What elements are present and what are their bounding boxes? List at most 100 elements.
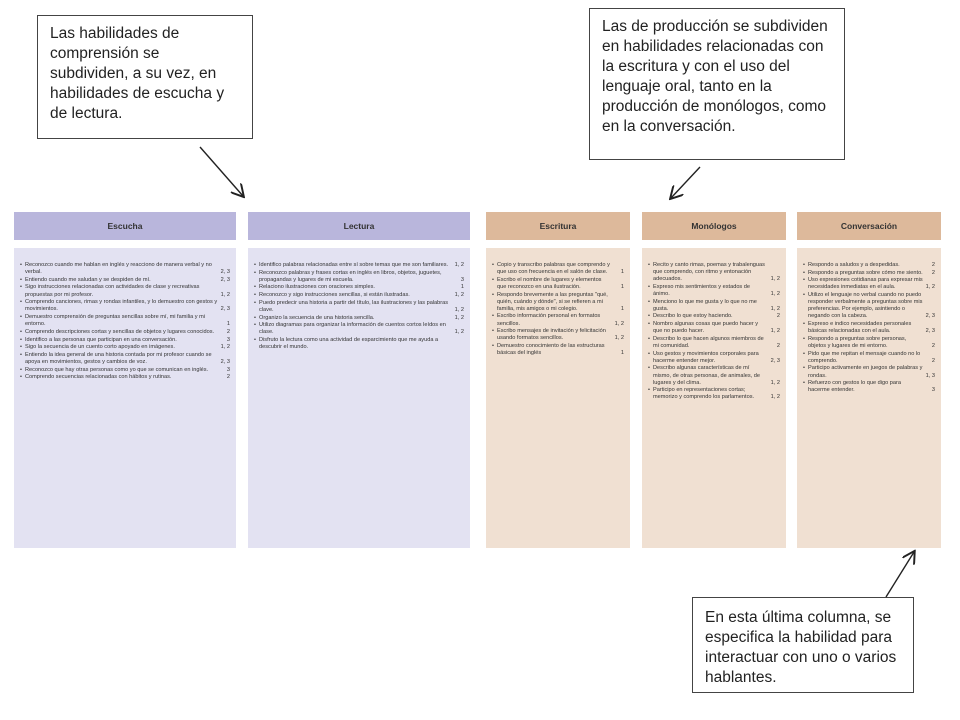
standard-code: 1, 2 — [220, 344, 230, 351]
standard-code: 2 — [776, 313, 780, 320]
standard-item: Refuerzo con gestos lo que digo para hac… — [803, 380, 935, 394]
arrow-left — [199, 146, 243, 196]
standard-text: Respondo a preguntas sobre cómo me sient… — [808, 269, 923, 276]
column-escritura: Escritura Copio y transcribo palabras qu… — [486, 212, 630, 548]
standard-text: Describo algunas características de mí m… — [653, 365, 760, 386]
standard-text: Demuestro conocimiento de las estructura… — [497, 343, 605, 357]
standard-text: Utilizo el lenguaje no verbal cuando no … — [808, 292, 923, 320]
standard-item: Comprendo canciones, rimas y rondas infa… — [20, 299, 230, 313]
column-body-conversacion: Respondo a saludos y a despedidas.2Respo… — [797, 248, 941, 548]
standard-item: Expreso mis sentimientos y estados de án… — [648, 284, 780, 298]
standard-item: Pido que me repitan el mensaje cuando no… — [803, 351, 935, 365]
standard-code: 2, 3 — [925, 328, 935, 335]
standard-code: 3 — [931, 387, 935, 394]
standard-code: 2, 3 — [770, 357, 780, 364]
standard-item: Comprendo descripciones cortas y sencill… — [20, 329, 230, 336]
standard-code: 2 — [226, 328, 230, 335]
standard-text: Reconozco y sigo instrucciones sencillas… — [259, 292, 410, 299]
column-header-escucha: Escucha — [14, 212, 236, 240]
column-lectura: Lectura Identifico palabras relacionadas… — [248, 212, 470, 548]
standard-item: Expreso e indico necesidades personales … — [803, 321, 935, 335]
standard-code: 2 — [931, 357, 935, 364]
standard-item: Respondo a preguntas sobre personas, obj… — [803, 336, 935, 350]
standard-item: Respondo a preguntas sobre cómo me sient… — [803, 270, 935, 277]
standard-item: Nombro algunas cosas que puedo hacer y q… — [648, 321, 780, 335]
standard-code: 1, 2 — [454, 329, 464, 336]
standard-item: Recito y canto rimas, poemas y trabaleng… — [648, 262, 780, 283]
callout-produccion: Las de producción se subdividen en habil… — [589, 8, 845, 160]
standard-code: 1, 2 — [770, 394, 780, 401]
standard-text: Disfruto la lectura como una actividad d… — [259, 337, 439, 351]
standard-item: Identifico palabras relacionadas entre s… — [254, 262, 464, 269]
standard-code: 1, 2 — [614, 320, 624, 327]
column-body-escritura: Copio y transcribo palabras que comprend… — [486, 248, 630, 548]
standard-item: Respondo a saludos y a despedidas. 2 — [803, 262, 935, 269]
standard-code: 1, 3 — [925, 372, 935, 379]
standard-code: 2, 3 — [220, 276, 230, 283]
standard-code: 1, 2 — [770, 328, 780, 335]
standard-text: Escribo el nombre de lugares y elementos… — [497, 276, 602, 290]
column-header-escritura: Escritura — [486, 212, 630, 240]
callout-comprension: Las habilidades de comprensión se subdiv… — [37, 15, 253, 139]
standard-text: Demuestro comprensión de preguntas senci… — [25, 314, 206, 328]
standard-item: Copio y transcribo palabras que comprend… — [492, 262, 624, 276]
standard-text: Respondo brevemente a las preguntas "qué… — [497, 291, 608, 312]
standard-code: 1, 2 — [770, 305, 780, 312]
standard-item: Escribo el nombre de lugares y elementos… — [492, 277, 624, 291]
standard-text: Uso expresiones cotidianas para expresar… — [808, 277, 923, 291]
standard-text: Escribo información personal en formatos… — [497, 313, 601, 327]
standard-item: Identifico a las personas que participan… — [20, 337, 230, 344]
standard-item: Reconozco y sigo instrucciones sencillas… — [254, 292, 464, 299]
standard-text: Expreso mis sentimientos y estados de án… — [653, 283, 751, 297]
standard-text: Describo lo que estoy haciendo. — [653, 313, 733, 320]
standard-text: Reconozco palabras y frases cortas en in… — [259, 269, 442, 283]
standard-code: 1, 2 — [770, 290, 780, 297]
column-conversacion: Conversación Respondo a saludos y a desp… — [797, 212, 941, 548]
standard-text: Entiendo cuando me saludan y se despiden… — [25, 276, 151, 283]
standard-text: Expreso e indico necesidades personales … — [808, 321, 912, 335]
standard-item: Menciono lo que me gusta y lo que no me … — [648, 299, 780, 313]
column-escucha: Escucha Reconozco cuando me hablan en in… — [14, 212, 236, 548]
standard-code: 1 — [620, 283, 624, 290]
standard-code: 1, 2 — [925, 284, 935, 291]
standard-item: Utilizo diagramas para organizar la info… — [254, 322, 464, 336]
standard-text: Entiendo la idea general de una historia… — [25, 351, 212, 365]
column-body-escucha: Reconozco cuando me hablan en inglés y r… — [14, 248, 236, 548]
standard-item: Sigo instrucciones relacionadas con acti… — [20, 284, 230, 298]
standard-code: 3 — [226, 336, 230, 343]
arrow-bottom — [885, 552, 914, 598]
standard-text: Sigo instrucciones relacionadas con acti… — [25, 284, 200, 298]
standard-code: 3 — [460, 276, 464, 283]
standard-text: Escribo mensajes de invitación y felicit… — [497, 328, 606, 342]
standard-code: 1, 2 — [770, 379, 780, 386]
column-header-lectura: Lectura — [248, 212, 470, 240]
standard-text: Respondo a saludos y a despedidas. — [808, 262, 900, 268]
standard-text: Comprendo secuencias relacionadas con há… — [25, 374, 172, 381]
standard-code: 1 — [620, 269, 624, 276]
standard-text: Menciono lo que me gusta y lo que no me … — [653, 298, 757, 312]
standard-item: Demuestro comprensión de preguntas senci… — [20, 314, 230, 328]
standard-text: Comprendo canciones, rimas y rondas infa… — [25, 299, 218, 313]
standard-item: Puedo predecir una historia a partir del… — [254, 300, 464, 314]
standard-code: 1, 2 — [220, 291, 230, 298]
standard-item: Escribo información personal en formatos… — [492, 313, 624, 327]
standard-code: 1, 2 — [614, 335, 624, 342]
standard-code: 1, 2 — [454, 306, 464, 313]
standard-text: Recito y canto rimas, poemas y trabaleng… — [653, 262, 765, 283]
standard-text: Relaciono ilustraciones con oraciones si… — [259, 284, 375, 291]
column-monologos: Monólogos Recito y canto rimas, poemas y… — [642, 212, 786, 548]
standard-text: Refuerzo con gestos lo que digo para hac… — [808, 380, 901, 394]
standard-text: Identifico palabras relacionadas entre s… — [259, 262, 449, 268]
standard-item: Entiendo la idea general de una historia… — [20, 352, 230, 366]
standard-code: 1 — [620, 350, 624, 357]
standard-code: 2 — [931, 262, 935, 268]
standard-item: Describo lo que hacen algunos miembros d… — [648, 336, 780, 350]
standard-item: Sigo la secuencia de un cuento corto apo… — [20, 344, 230, 351]
standard-text: Reconozco que hay otras personas como yo… — [25, 366, 209, 373]
standard-item: Reconozco que hay otras personas como yo… — [20, 367, 230, 374]
standard-text: Utilizo diagramas para organizar la info… — [259, 322, 446, 336]
standard-item: Describo algunas características de mí m… — [648, 365, 780, 386]
standard-text: Pido que me repitan el mensaje cuando no… — [808, 350, 921, 364]
standard-text: Reconozco cuando me hablan en inglés y r… — [25, 262, 212, 276]
standard-text: Participo en representaciones cortas; me… — [653, 387, 755, 401]
